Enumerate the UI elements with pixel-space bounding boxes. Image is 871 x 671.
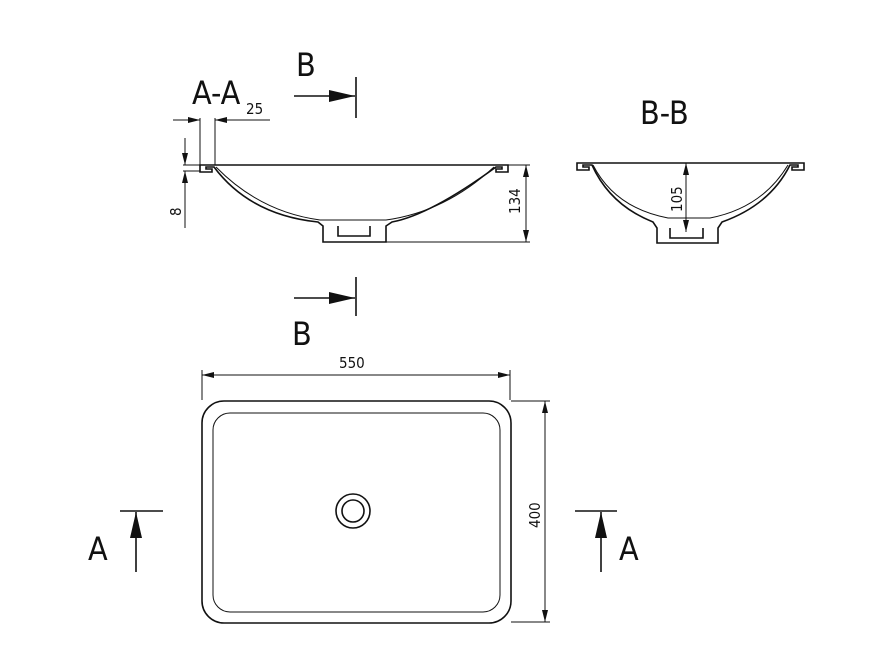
- dim-rim-width: 25: [246, 100, 263, 118]
- cut-marker-b-bottom: B: [292, 277, 357, 353]
- drain-bb: [669, 228, 704, 239]
- dim-width: 400: [526, 502, 544, 528]
- drain-aa: [337, 226, 371, 237]
- cut-a-right-label: A: [619, 530, 639, 568]
- dim-rim-thickness: 8: [167, 207, 185, 216]
- cut-marker-a-left: A: [88, 510, 163, 572]
- cut-a-left-label: A: [88, 530, 108, 568]
- section-aa-profile: [199, 164, 509, 243]
- plan-view: 550 400: [201, 354, 550, 624]
- section-aa-inner: [215, 166, 495, 221]
- basin-outline: [201, 400, 512, 624]
- section-bb-profile: [576, 162, 805, 244]
- section-bb-title: B-B: [640, 94, 689, 132]
- section-aa-title: A-A: [192, 74, 241, 112]
- cut-marker-b-top: B: [294, 46, 357, 118]
- drain-outer: [335, 493, 371, 529]
- cut-b-top-label: B: [296, 46, 316, 84]
- section-aa: A-A 25 8 134: [167, 74, 530, 243]
- dim-bowl-depth: 105: [668, 186, 686, 212]
- dim-length: 550: [339, 354, 365, 372]
- section-bb-inner: [592, 164, 789, 219]
- cut-b-bottom-label: B: [292, 315, 312, 353]
- drain-inner: [341, 499, 365, 523]
- dim-total-height: 134: [506, 188, 524, 214]
- section-bb: B-B 105: [576, 94, 805, 244]
- basin-inner-edge: [212, 412, 501, 613]
- cut-marker-a-right: A: [575, 510, 639, 572]
